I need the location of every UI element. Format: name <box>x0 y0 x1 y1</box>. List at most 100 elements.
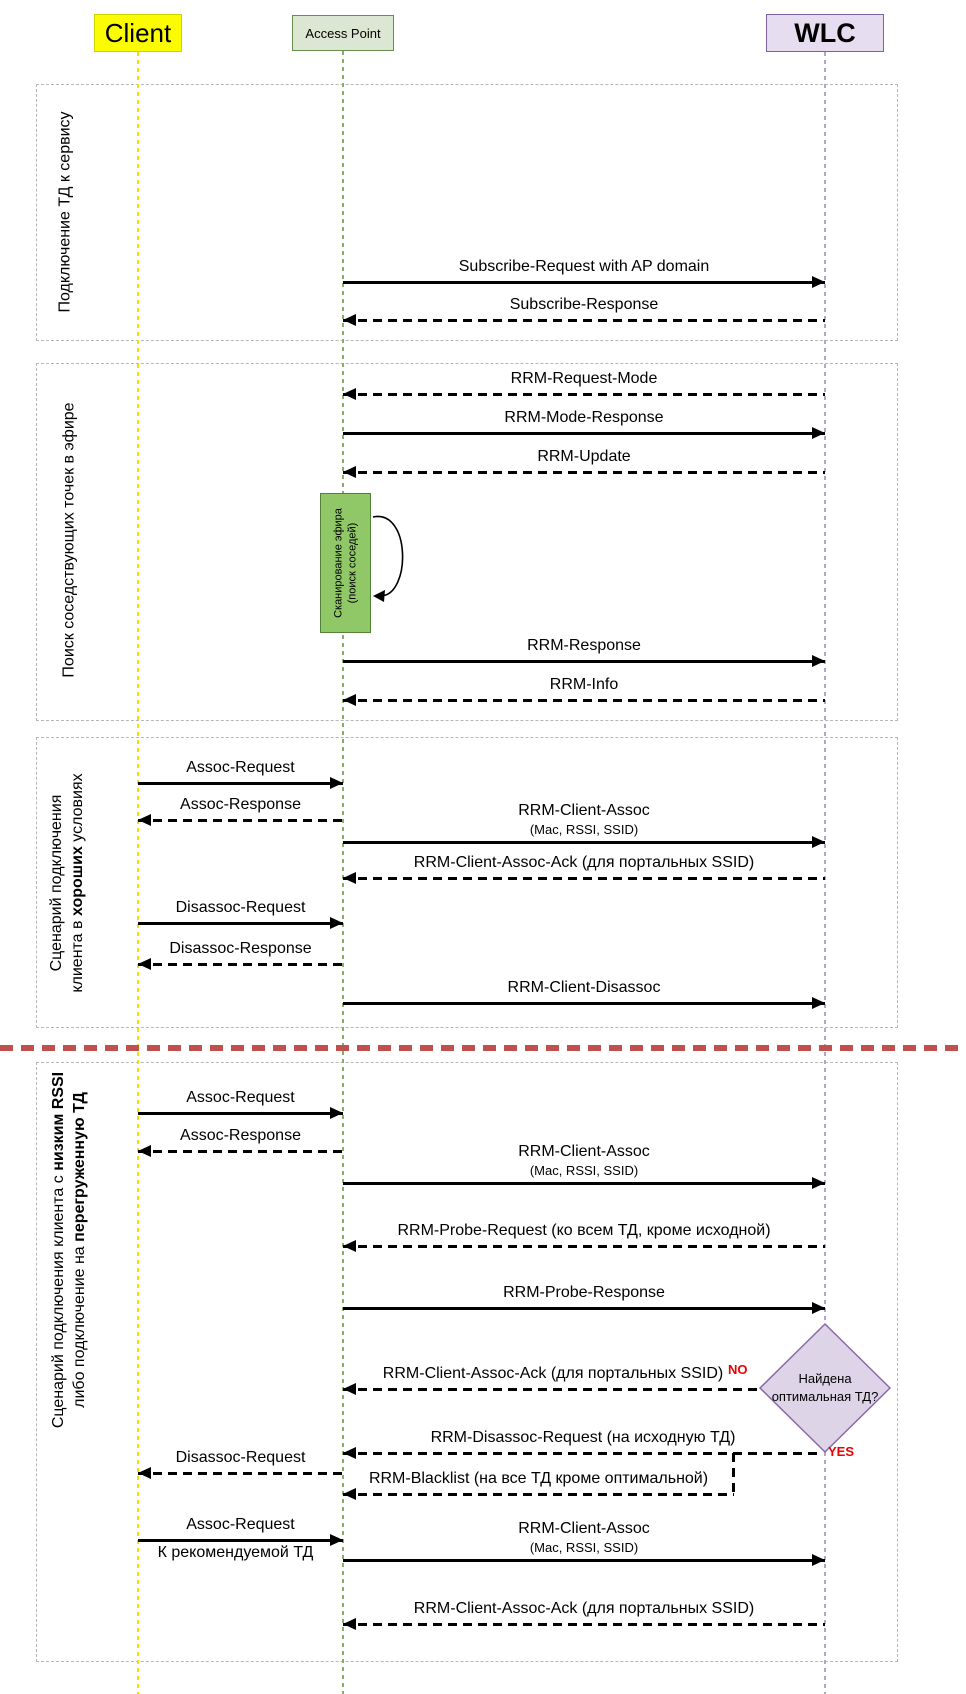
message-17-label: RRM-Client-Assoc <box>518 1143 650 1160</box>
decision-branch-no: NO <box>728 1362 748 1377</box>
message-11-arrowhead-icon <box>343 872 356 884</box>
message-2-arrowhead-icon <box>343 314 356 326</box>
actor-label-wlc: WLC <box>794 17 856 48</box>
message-22-line <box>138 1472 343 1475</box>
decision-label-line2: оптимальная ТД? <box>771 1389 879 1404</box>
message-21-arrowhead-icon <box>343 1447 356 1459</box>
message-14-line <box>343 1002 825 1005</box>
message-19-line <box>343 1307 825 1310</box>
message-17-arrowhead-icon <box>812 1177 825 1189</box>
section-frame-4 <box>36 1062 898 1662</box>
message-13-arrowhead-icon <box>138 958 151 970</box>
message-11-line <box>343 877 825 880</box>
message-7-arrowhead-icon <box>343 694 356 706</box>
message-19-arrowhead-icon <box>812 1302 825 1314</box>
section-label-2: Поиск соседствующих точек в эфире <box>60 402 78 678</box>
message-1-label: Subscribe-Request with AP domain <box>458 258 710 275</box>
message-11-label: RRM-Client-Assoc-Ack (для портальных SSI… <box>413 854 755 871</box>
lifeline-wlc <box>824 52 826 1694</box>
message-24-line <box>138 1539 343 1542</box>
message-12-label: Disassoc-Request <box>175 899 306 916</box>
message-14-arrowhead-icon <box>812 997 825 1009</box>
message-10-label: RRM-Client-Assoc <box>518 802 650 819</box>
ap-scanning-label: Сканирование эфира (поиск соседей) <box>331 508 358 618</box>
message-21-line <box>343 1452 823 1455</box>
decision-diamond <box>758 1322 892 1454</box>
message-2-line <box>343 319 825 322</box>
message-7-label: RRM-Info <box>549 676 619 693</box>
message-22-arrowhead-icon <box>138 1467 151 1479</box>
message-6-label: RRM-Response <box>527 637 641 654</box>
message-9-label: Assoc-Response <box>180 796 301 813</box>
section-frame-1 <box>36 84 898 341</box>
message-26-label: RRM-Client-Assoc-Ack (для портальных SSI… <box>413 1600 755 1617</box>
message-4-label: RRM-Mode-Response <box>504 409 664 426</box>
message-26-line <box>343 1623 825 1626</box>
message-23-line <box>343 1493 734 1496</box>
ap-scanning-activation-box <box>320 493 371 633</box>
message-6-arrowhead-icon <box>812 655 825 667</box>
message-2-label: Subscribe-Response <box>509 296 659 313</box>
message-25-sublabel: (Mac, RSSI, SSID) <box>529 1540 639 1555</box>
message-25-line <box>343 1559 825 1562</box>
message-8-label: Assoc-Request <box>186 759 295 776</box>
message-9-arrowhead-icon <box>138 814 151 826</box>
message-21-label: RRM-Disassoc-Request (на исходную ТД) <box>430 1429 736 1446</box>
section-frame-2 <box>36 363 898 721</box>
message-1-line <box>343 281 825 284</box>
message-12-arrowhead-icon <box>330 917 343 929</box>
message-13-label: Disassoc-Response <box>169 940 312 957</box>
message-23-label: RRM-Blacklist (на все ТД кроме оптимальн… <box>368 1470 709 1487</box>
message-3-arrowhead-icon <box>343 388 356 400</box>
section-label-4: Сценарий подключения клиента с низким RS… <box>50 1071 88 1429</box>
message-8-arrowhead-icon <box>330 777 343 789</box>
actor-label-client: Client <box>104 17 172 48</box>
message-24-label: Assoc-Request <box>186 1516 295 1533</box>
message-20-arrowhead-icon <box>343 1383 356 1395</box>
message-25-label: RRM-Client-Assoc <box>518 1520 650 1537</box>
message-10-line <box>343 841 825 844</box>
message-10-sublabel: (Mac, RSSI, SSID) <box>529 822 639 837</box>
message-7-line <box>343 699 825 702</box>
message-16-label: Assoc-Response <box>180 1127 301 1144</box>
message-20-line <box>343 1388 760 1391</box>
section-label-1: Подключение ТД к сервису <box>56 111 74 313</box>
message-3-line <box>343 393 825 396</box>
message-12-line <box>138 922 343 925</box>
message-3-label: RRM-Request-Mode <box>510 370 658 387</box>
message-23-elbow <box>732 1453 735 1494</box>
message-6-line <box>343 660 825 663</box>
message-26-arrowhead-icon <box>343 1618 356 1630</box>
message-16-line <box>138 1150 343 1153</box>
message-8-line <box>138 782 343 785</box>
actor-header-wlc: WLC <box>766 14 884 52</box>
message-22-label: Disassoc-Request <box>175 1449 306 1466</box>
message-5-label: RRM-Update <box>537 448 631 465</box>
message-5-line <box>343 471 825 474</box>
message-18-line <box>343 1245 825 1248</box>
section-frame-3 <box>36 737 898 1028</box>
message-9-line <box>138 819 343 822</box>
message-17-sublabel: (Mac, RSSI, SSID) <box>529 1163 639 1178</box>
message-17-line <box>343 1182 825 1185</box>
decision-label-line1: Найдена <box>798 1371 852 1386</box>
message-4-line <box>343 432 825 435</box>
actor-header-client: Client <box>94 14 182 52</box>
actor-header-access-point: Access Point <box>292 15 394 51</box>
lifeline-client <box>137 52 139 1694</box>
scenario-divider-line <box>0 1045 966 1051</box>
message-5-arrowhead-icon <box>343 466 356 478</box>
message-10-arrowhead-icon <box>812 836 825 848</box>
message-15-label: Assoc-Request <box>186 1089 295 1106</box>
message-25-arrowhead-icon <box>812 1554 825 1566</box>
ap-self-scan-loop-arrow <box>372 515 404 602</box>
message-1-arrowhead-icon <box>812 276 825 288</box>
message-19-label: RRM-Probe-Response <box>503 1284 665 1301</box>
decision-branch-yes: YES <box>828 1444 855 1459</box>
message-13-line <box>138 963 343 966</box>
message-14-label: RRM-Client-Disassoc <box>507 979 661 996</box>
message-20-label: RRM-Client-Assoc-Ack (для портальных SSI… <box>382 1365 724 1382</box>
message-24-arrowhead-icon <box>330 1534 343 1546</box>
